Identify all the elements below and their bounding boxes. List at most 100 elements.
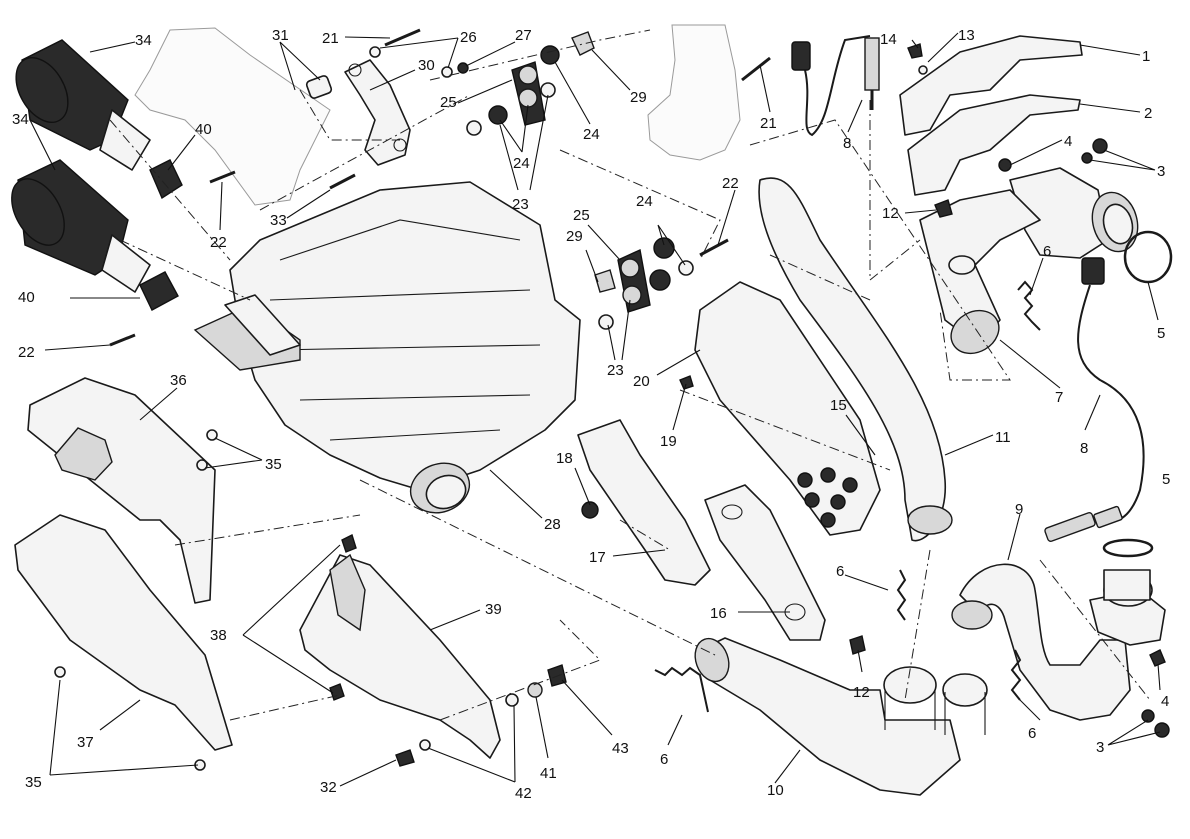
callout-35: 35 <box>265 456 282 473</box>
callout-38: 38 <box>210 627 227 644</box>
callout-17: 17 <box>589 549 606 566</box>
callout-4: 4 <box>1161 693 1169 710</box>
oxygen-sensor-connector-right <box>1077 257 1145 523</box>
nut-4-lower <box>1149 649 1166 667</box>
callout-12: 12 <box>882 205 899 222</box>
nut-35-b <box>196 459 208 471</box>
heat-shield-36-inner-flap <box>54 427 113 481</box>
callout-22: 22 <box>210 234 227 251</box>
callout-21: 21 <box>322 30 339 47</box>
springs-6-lower <box>654 569 1022 713</box>
callout-42: 42 <box>515 785 532 802</box>
callout-22: 22 <box>722 175 739 192</box>
callout-5: 5 <box>1157 325 1165 342</box>
callout-16: 16 <box>710 605 727 622</box>
bolt-22-left <box>109 333 136 347</box>
nut-41 <box>527 682 543 698</box>
clamp-40-upper <box>149 159 183 200</box>
nut-35-c <box>54 666 66 678</box>
nut-3-upper-a <box>1081 152 1093 164</box>
callout-6: 6 <box>1043 243 1051 260</box>
nut-18 <box>581 501 599 519</box>
front-header-pipe-7 <box>919 189 1041 355</box>
washer-42-a <box>505 693 519 707</box>
spring-6-upper <box>1017 280 1041 331</box>
callout-29: 29 <box>566 228 583 245</box>
callout-30: 30 <box>418 57 435 74</box>
bolt-33 <box>329 173 356 190</box>
heat-shield-17 <box>577 419 711 586</box>
heat-shield-39 <box>299 554 501 759</box>
callout-35: 35 <box>25 774 42 791</box>
callout-9: 9 <box>1015 501 1023 518</box>
callout-28: 28 <box>544 516 561 533</box>
leader-lines <box>29 32 1161 787</box>
callout-6: 6 <box>836 563 844 580</box>
callout-26: 26 <box>460 29 477 46</box>
clip-12-upper <box>934 199 953 218</box>
callout-29: 29 <box>630 89 647 106</box>
callout-34: 34 <box>12 111 29 128</box>
gasket-5-lower <box>1102 538 1154 558</box>
bolt-32 <box>395 749 415 767</box>
callout-23: 23 <box>607 362 624 379</box>
callout-14: 14 <box>880 31 897 48</box>
callout-7: 7 <box>1055 389 1063 406</box>
callout-34: 34 <box>135 32 152 49</box>
nut-3-lower-b <box>1154 722 1170 738</box>
callout-6: 6 <box>1028 725 1036 742</box>
header-pipe-11-end <box>907 505 953 535</box>
callout-13: 13 <box>958 27 975 44</box>
callout-18: 18 <box>556 450 573 467</box>
callout-5: 5 <box>1162 471 1170 488</box>
muffler-body-28 <box>193 181 581 514</box>
muffler-bracket-30 <box>344 59 411 166</box>
heat-shield-20-fasteners <box>797 467 858 528</box>
bolt-22-right <box>699 238 729 257</box>
silencer-tip-upper <box>15 39 151 171</box>
washer-42-b <box>419 739 431 751</box>
callout-1: 1 <box>1142 48 1150 65</box>
frame-subframe-ghost <box>134 27 331 206</box>
callout-3: 3 <box>1096 739 1104 756</box>
plug-29-upper <box>571 31 595 56</box>
nut-35-a <box>206 429 218 441</box>
nut-4-upper <box>998 158 1012 172</box>
callout-33: 33 <box>270 212 287 229</box>
washer-26 <box>441 66 453 78</box>
bolt-21-right <box>741 56 771 82</box>
callout-19: 19 <box>660 433 677 450</box>
screw-14 <box>907 43 923 59</box>
oxygen-sensor-upper <box>791 35 880 137</box>
heat-shield-16-hole <box>721 504 743 520</box>
callout-27: 27 <box>515 27 532 44</box>
heat-shield-2 <box>907 94 1081 196</box>
callout-22: 22 <box>18 344 35 361</box>
heat-shield-39-tab <box>329 553 366 632</box>
bracket-bolt-hole-lower <box>393 138 407 152</box>
callout-labels: 1 2 3 3 4 4 5 5 6 6 6 6 7 8 8 9 10 11 12… <box>12 27 1170 802</box>
callout-36: 36 <box>170 372 187 389</box>
callout-40: 40 <box>18 289 35 306</box>
silencer-tip-lower <box>11 159 151 293</box>
callout-11: 11 <box>995 429 1011 446</box>
callout-10: 10 <box>767 782 784 799</box>
callout-8: 8 <box>1080 440 1088 457</box>
bolt-21-upper <box>384 28 421 47</box>
oxygen-sensor-lower <box>1044 505 1123 542</box>
callout-4: 4 <box>1064 133 1072 150</box>
grommet-13 <box>918 65 928 75</box>
heat-shield-1 <box>899 35 1083 136</box>
nut-27 <box>457 62 469 74</box>
callout-25: 25 <box>440 94 457 111</box>
frame-bracket-ghost <box>647 24 741 161</box>
callout-3: 3 <box>1157 163 1165 180</box>
callout-12: 12 <box>853 684 870 701</box>
bolt-22-upper <box>209 170 236 184</box>
exhaust-flange-upper <box>1009 167 1139 259</box>
callout-23: 23 <box>512 196 529 213</box>
spacer-31 <box>305 75 333 99</box>
callout-24: 24 <box>636 193 653 210</box>
alignment-lines <box>109 29 1151 721</box>
